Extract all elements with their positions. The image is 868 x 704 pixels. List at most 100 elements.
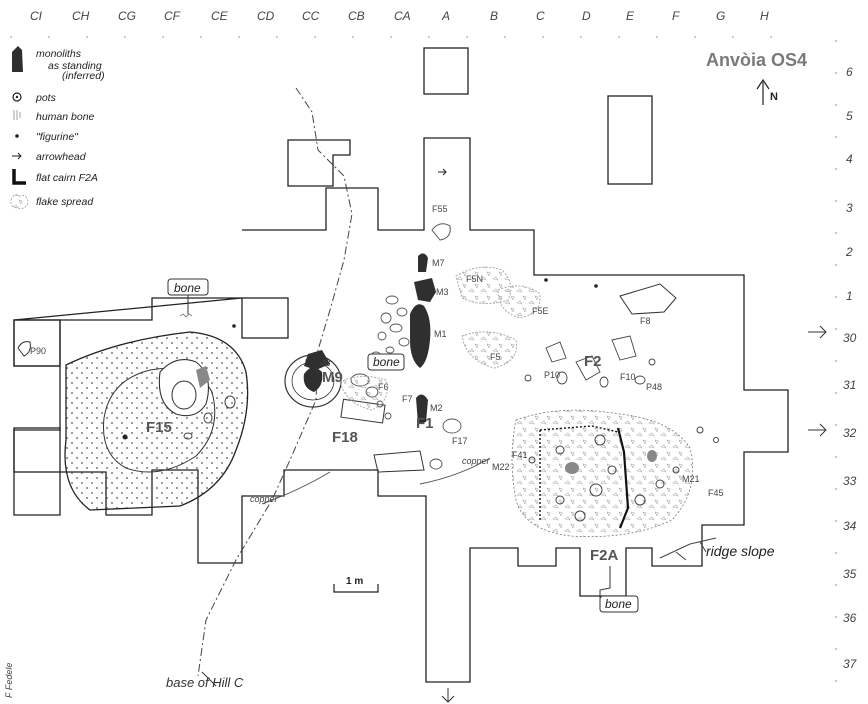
- grid-row-31: 31: [843, 378, 856, 392]
- svg-text:bone: bone: [605, 597, 632, 611]
- svg-text:bone: bone: [373, 355, 400, 369]
- trench-cd1: [241, 297, 289, 339]
- feature-f45: F45: [708, 488, 724, 498]
- base-of-hill-line: [197, 87, 353, 677]
- svg-text:human bone: human bone: [36, 111, 95, 123]
- trench-ci30: [13, 319, 61, 367]
- svg-text:1 m: 1 m: [346, 576, 363, 587]
- feature-f1: F1: [416, 415, 434, 432]
- feature-f2: F2: [584, 353, 602, 370]
- trench-outlines: [13, 47, 789, 683]
- flat-cairn-icon: [12, 169, 26, 185]
- flake-spread-icon: [10, 194, 29, 209]
- feature-p10: P10: [544, 370, 560, 380]
- feature-f2a: F2A: [590, 547, 619, 564]
- base-of-hill-label: base of Hill C: [166, 675, 244, 690]
- grid-row-6: 6: [846, 65, 853, 79]
- bone-label-2: bone: [367, 353, 405, 371]
- feature-f10: F10: [620, 372, 636, 382]
- grid-col-b: B: [490, 9, 498, 23]
- feature-f18: F18: [332, 429, 358, 446]
- grid-col-c: C: [536, 9, 545, 23]
- site-title: Anvòia OS4: [706, 50, 807, 70]
- grid-row-5: 5: [846, 109, 853, 123]
- feature-m21: M21: [682, 474, 700, 484]
- f15-mound: F15: [64, 331, 249, 511]
- grid-row-33: 33: [843, 474, 857, 488]
- grid-rows: 6 5 4 3 2 1 30 31 32 33 34 35 36 37: [835, 40, 858, 690]
- feature-f17: F17: [452, 436, 468, 446]
- north-arrow-icon: N: [756, 78, 778, 105]
- feature-f7: F7: [402, 394, 413, 404]
- grid-col-h: H: [760, 9, 769, 23]
- svg-text:flat cairn F2A: flat cairn F2A: [36, 172, 98, 184]
- grid-row-4: 4: [846, 152, 853, 166]
- grid-row-34: 34: [843, 519, 857, 533]
- svg-text:as standing: as standing: [48, 60, 102, 72]
- grid-col-ch: CH: [72, 9, 90, 23]
- grid-row-32: 32: [843, 426, 857, 440]
- grid-columns: CI CH CG CF CE CD CC CB CA A B C D E F G…: [10, 9, 800, 38]
- svg-text:flake spread: flake spread: [36, 196, 94, 208]
- f2a-cairn: [511, 409, 719, 538]
- trench-cc4: [287, 139, 351, 187]
- feature-f5e: F5E: [532, 306, 549, 316]
- feature-m2: M2: [430, 403, 443, 413]
- grid-col-cd: CD: [257, 9, 275, 23]
- feature-f8: F8: [640, 316, 651, 326]
- grid-col-ca: CA: [394, 9, 411, 23]
- monoliths: M7 M3 M1 M2 F1 F55: [410, 168, 451, 432]
- grid-col-cc: CC: [302, 9, 320, 23]
- pot-p90: [17, 341, 31, 357]
- flake-spreads: [339, 266, 541, 411]
- grid-col-cg: CG: [118, 9, 136, 23]
- ridge-slope-label: ridge slope: [706, 543, 775, 559]
- grid-row-35: 35: [843, 567, 857, 581]
- ridge-slope-line: [659, 537, 717, 561]
- arrow-right-icon: [808, 423, 827, 437]
- grid-col-a: A: [441, 9, 450, 23]
- svg-text:bone: bone: [174, 281, 201, 295]
- feature-p90: P90: [30, 346, 46, 356]
- svg-text:(inferred): (inferred): [62, 70, 105, 82]
- svg-text:arrowhead: arrowhead: [36, 151, 87, 163]
- svg-text:copper: copper: [462, 456, 491, 466]
- grid-row-2: 2: [845, 245, 853, 259]
- trench-a6: [423, 47, 469, 95]
- copper-notes: copper copper: [250, 456, 491, 505]
- trench-e5: [607, 95, 653, 185]
- bone-label-3: bone: [599, 566, 639, 613]
- grid-col-ci: CI: [30, 9, 43, 23]
- feature-f15: F15: [146, 419, 172, 436]
- feature-f5n: F5N: [466, 274, 483, 284]
- f2-stones: [524, 335, 656, 388]
- feature-m9: M9: [322, 369, 343, 386]
- svg-text:pots: pots: [35, 92, 57, 104]
- grid-col-cb: CB: [348, 9, 365, 23]
- credit: F Fedele: [4, 663, 14, 698]
- feature-m8: M8: [318, 358, 331, 368]
- grid-col-g: G: [716, 9, 725, 23]
- feature-f41: F41: [512, 450, 528, 460]
- monolith-icon: [12, 46, 23, 72]
- scale-bar: 1 m: [333, 576, 379, 593]
- pot-icon: [12, 92, 22, 102]
- grid-row-3: 3: [846, 201, 853, 215]
- arrow-down-icon: [441, 688, 455, 703]
- grid-col-cf: CF: [164, 9, 181, 23]
- svg-text:"figurine": "figurine": [36, 131, 79, 143]
- svg-text:N: N: [770, 91, 778, 103]
- grid-row-30: 30: [843, 331, 857, 345]
- feature-m22: M22: [492, 462, 510, 472]
- grid-row-37: 37: [843, 657, 858, 671]
- feature-f55: F55: [432, 204, 448, 214]
- grid-col-d: D: [582, 9, 591, 23]
- feature-m7: M7: [432, 258, 445, 268]
- arrowhead-icon: [12, 152, 22, 160]
- feature-f5: F5: [490, 352, 501, 362]
- grid-row-1: 1: [846, 289, 853, 303]
- figurine-icon: [15, 134, 19, 138]
- svg-text:monoliths: monoliths: [36, 48, 82, 60]
- feature-p48: P48: [646, 382, 662, 392]
